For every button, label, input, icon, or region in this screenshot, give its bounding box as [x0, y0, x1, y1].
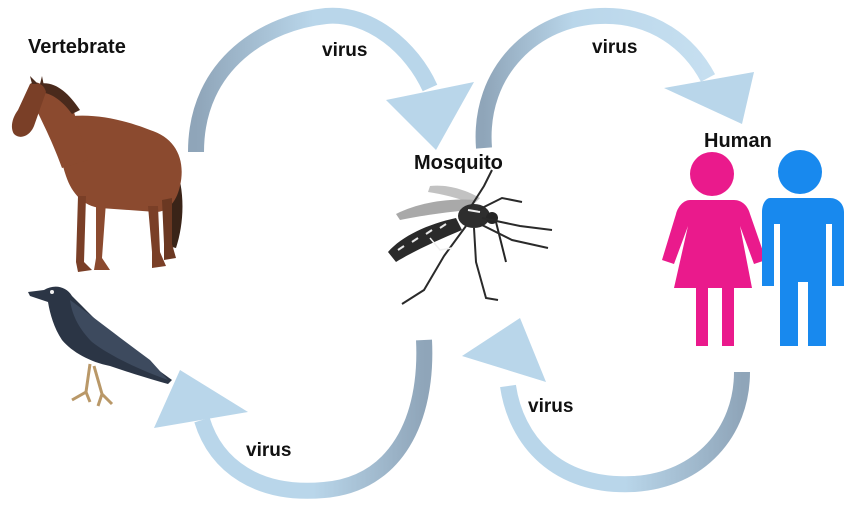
woman-icon	[662, 152, 766, 346]
mosquito-label: Mosquito	[414, 152, 503, 175]
bird-icon	[28, 287, 172, 406]
arrow-label-mosquito-to-vertebrate: virus	[246, 440, 291, 462]
arrow-label-vertebrate-to-mosquito: virus	[322, 40, 367, 62]
arrow-vertebrate-to-mosquito	[196, 16, 474, 152]
mosquito-icon	[388, 170, 552, 304]
horse-icon	[12, 76, 183, 272]
human-label: Human	[704, 130, 772, 153]
vertebrate-label: Vertebrate	[28, 36, 126, 59]
man-icon	[762, 150, 844, 346]
arrow-mosquito-to-human	[484, 16, 754, 148]
arrow-label-human-to-mosquito: virus	[528, 396, 573, 418]
arrow-mosquito-to-vertebrate	[154, 340, 424, 491]
arrow-label-mosquito-to-human: virus	[592, 37, 637, 59]
